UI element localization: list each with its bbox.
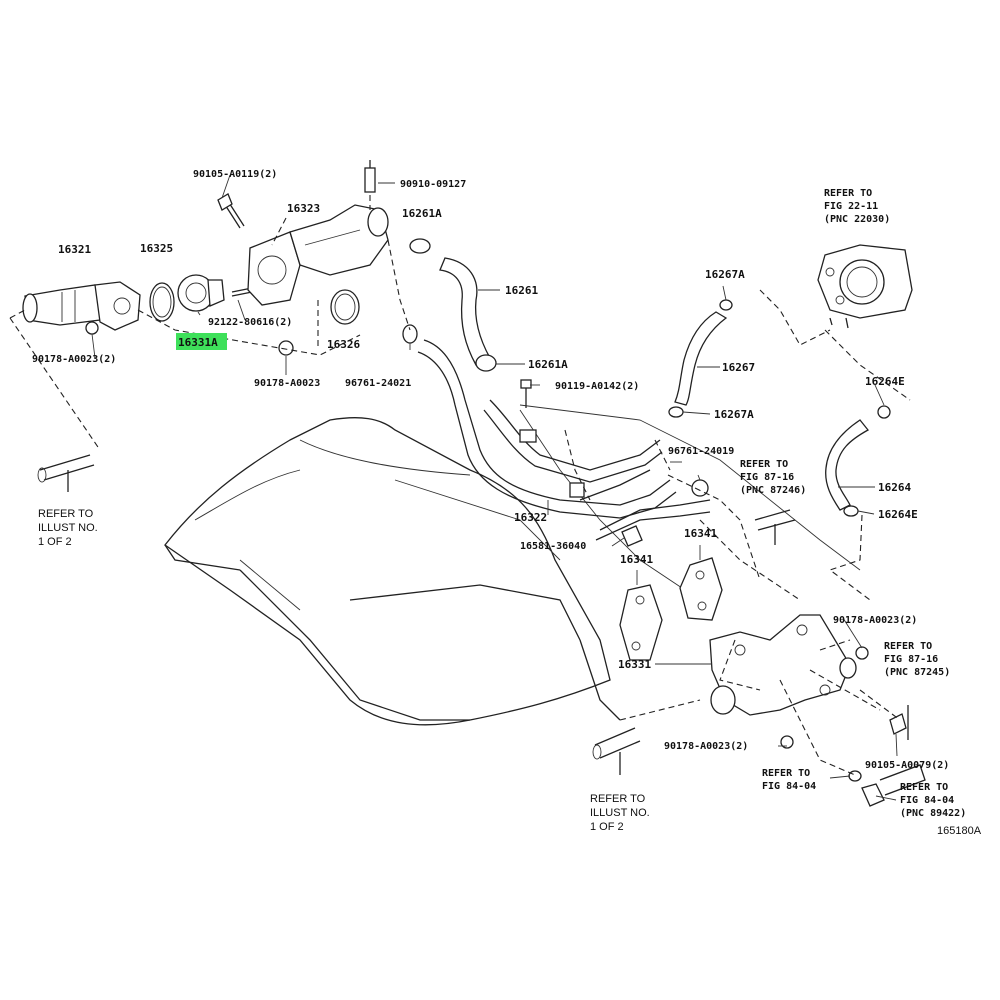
ref-fig84b-line1[interactable]: REFER TO: [900, 782, 948, 793]
thermostat-16331A: [177, 274, 225, 312]
label-90105-a0119[interactable]: 90105-A0119(2): [193, 169, 277, 180]
label-16261[interactable]: 16261: [505, 284, 538, 297]
ref-fig87-246-line2[interactable]: FIG 87-16: [740, 472, 794, 483]
gasket-16325: [149, 282, 175, 322]
part-highlight: [176, 333, 227, 350]
nut-90178: [85, 321, 294, 356]
water-outlet-16323: [247, 204, 389, 306]
label-90105-a0079[interactable]: 90105-A0079(2): [865, 760, 949, 771]
label-16267A-mid[interactable]: 16267A: [714, 408, 754, 421]
ref-fig87-246-line1[interactable]: REFER TO: [740, 459, 788, 470]
label-16261A-top[interactable]: 16261A: [402, 207, 442, 220]
label-16267[interactable]: 16267: [722, 361, 755, 374]
label-16325[interactable]: 16325: [140, 242, 173, 255]
hose-stub-bottom: [592, 727, 641, 775]
reference-notes: REFER TO FIG 22-11 (PNC 22030) REFER TO …: [38, 188, 966, 833]
ref-fig84b-line3[interactable]: (PNC 89422): [900, 808, 966, 819]
ref-fig84a-line2[interactable]: FIG 84-04: [762, 781, 816, 792]
valve-90910: [364, 160, 376, 193]
label-90178-a0023-2a[interactable]: 90178-A0023(2): [32, 354, 116, 365]
hose-stub-left: [37, 454, 95, 492]
label-92122-80616[interactable]: 92122-80616(2): [208, 317, 292, 328]
ref-fig22-line1[interactable]: REFER TO: [824, 188, 872, 199]
label-16341-b[interactable]: 16341: [684, 527, 717, 540]
hose-16267: [668, 299, 733, 418]
hose-16261: [439, 257, 491, 366]
label-16331[interactable]: 16331: [618, 658, 651, 671]
gasket-16341: [619, 557, 723, 661]
label-90178-a0023-2c[interactable]: 90178-A0023(2): [664, 741, 748, 752]
ref-fig87-246-line3[interactable]: (PNC 87246): [740, 485, 806, 496]
ref-fig22-line3[interactable]: (PNC 22030): [824, 214, 890, 225]
hose-stub-right: [754, 509, 926, 796]
ref-illust-bottom-line3[interactable]: 1 OF 2: [590, 821, 624, 833]
label-16341-a[interactable]: 16341: [620, 553, 653, 566]
bolt-90119: [520, 379, 532, 408]
diagram-id: 165180A: [937, 825, 982, 837]
throttle-body: [817, 244, 913, 329]
clamp-16261A: [409, 238, 497, 372]
ref-fig87-245-line3[interactable]: (PNC 87245): [884, 667, 950, 678]
label-96761-24021[interactable]: 96761-24021: [345, 378, 411, 389]
bypass-outlet-16331: [709, 614, 907, 807]
label-16321[interactable]: 16321: [58, 243, 91, 256]
plug-16581: [621, 525, 643, 547]
label-90910-09127[interactable]: 90910-09127: [400, 179, 466, 190]
label-90178-a0023-2b[interactable]: 90178-A0023(2): [833, 615, 917, 626]
bolt-90105-a0119: [217, 193, 245, 229]
label-16581-36040[interactable]: 16581-36040: [520, 541, 586, 552]
water-inlet-16321: [22, 281, 141, 331]
hose-16264: [825, 405, 891, 517]
engine-block-outline: [164, 404, 861, 726]
label-16261A-mid[interactable]: 16261A: [528, 358, 568, 371]
label-16264E-bot[interactable]: 16264E: [878, 508, 918, 521]
ref-fig22-line2[interactable]: FIG 22-11: [824, 201, 878, 212]
ref-illust-bottom-line2[interactable]: ILLUST NO.: [590, 807, 650, 819]
label-16326[interactable]: 16326: [327, 338, 360, 351]
ref-fig87-245-line2[interactable]: FIG 87-16: [884, 654, 938, 665]
ref-illust-left-line1[interactable]: REFER TO: [38, 508, 94, 520]
label-16264E-top[interactable]: 16264E: [865, 375, 905, 388]
ref-illust-left-line3[interactable]: 1 OF 2: [38, 536, 72, 548]
part-labels: 16321 16325 16323 16331A 16326 16261A 16…: [32, 169, 949, 771]
ref-fig84a-line1[interactable]: REFER TO: [762, 768, 810, 779]
label-90178-a0023[interactable]: 90178-A0023: [254, 378, 320, 389]
leader-lines: [91, 174, 898, 801]
ref-illust-bottom-line1[interactable]: REFER TO: [590, 793, 646, 805]
ref-illust-left-line2[interactable]: ILLUST NO.: [38, 522, 98, 534]
label-16267A-top[interactable]: 16267A: [705, 268, 745, 281]
label-90119-a0142[interactable]: 90119-A0142(2): [555, 381, 639, 392]
label-16322[interactable]: 16322: [514, 511, 547, 524]
label-16331A[interactable]: 16331A: [178, 336, 218, 349]
ref-fig87-245-line1[interactable]: REFER TO: [884, 641, 932, 652]
gasket-96761: [402, 324, 709, 497]
label-16323[interactable]: 16323: [287, 202, 320, 215]
water-bypass-pipe-16322: [417, 339, 711, 541]
dashed-leader-lines: [9, 195, 911, 776]
ref-fig84b-line2[interactable]: FIG 84-04: [900, 795, 954, 806]
label-16264[interactable]: 16264: [878, 481, 911, 494]
label-96761-24019[interactable]: 96761-24019: [668, 446, 734, 457]
gasket-16326: [330, 289, 360, 325]
